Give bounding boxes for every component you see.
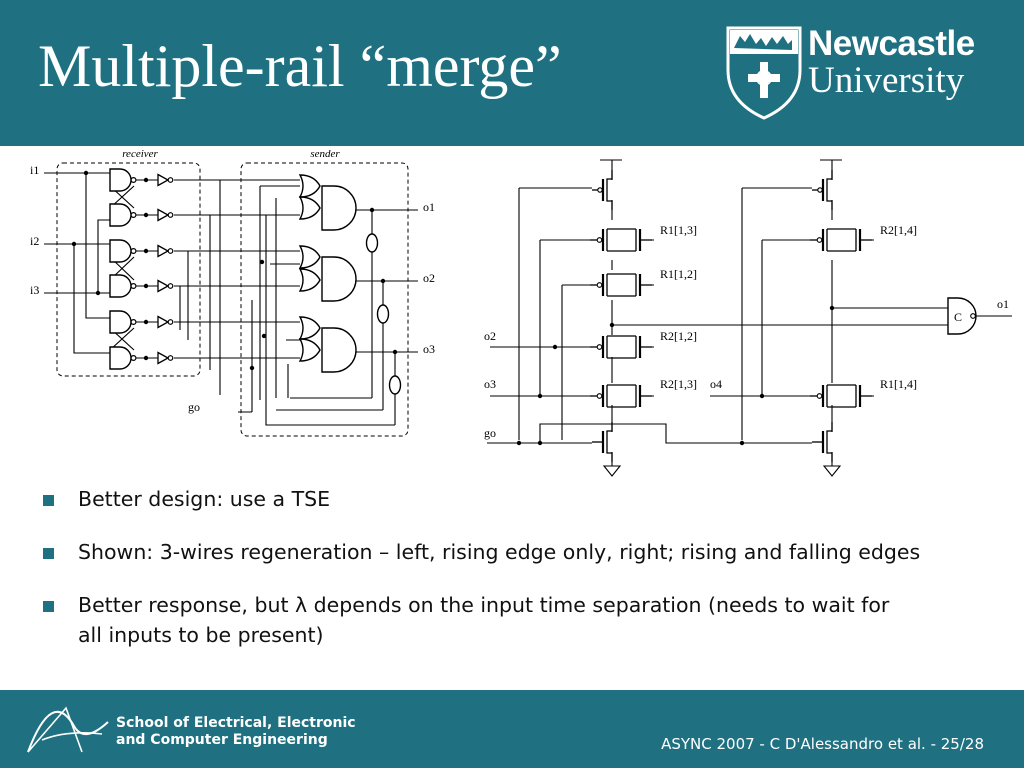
transistor-label-r1-12: R1[1,2]: [660, 267, 697, 281]
celement-label: C: [954, 310, 962, 324]
signal-label-o2: o2: [484, 329, 496, 343]
transistor-label-r1-14: R1[1,4]: [880, 377, 917, 391]
bullet-list: Better design: use a TSE Shown: 3-wires …: [40, 484, 970, 673]
bullet-item: Shown: 3-wires regeneration – left, risi…: [40, 537, 970, 567]
input-label-i1: i1: [30, 163, 39, 177]
transistor-label-r2-14: R2[1,4]: [880, 223, 917, 237]
university-crest-icon: [726, 26, 802, 120]
signal-label-o3: o3: [484, 377, 496, 391]
left-circuit: receiver sender i1 i2 i3 o1 o2 o3 go: [30, 148, 435, 437]
slide-footnote: ASYNC 2007 - C D'Alessandro et al. - 25/…: [661, 735, 984, 753]
bullet-item: Better response, but λ depends on the in…: [40, 590, 918, 650]
footer-bar: School of Electrical, Electronic and Com…: [0, 690, 1024, 768]
sender-box: [240, 162, 409, 437]
circuit-diagram: receiver sender i1 i2 i3 o1 o2 o3 go: [30, 148, 1012, 477]
sender-label: sender: [310, 148, 340, 160]
bullet-item: Better design: use a TSE: [40, 484, 970, 514]
receiver-label: receiver: [122, 148, 158, 160]
header-bar: Multiple-rail “merge” Newcastle Universi…: [0, 0, 1024, 146]
bullet-square-icon: [43, 495, 54, 506]
signal-label-o4: o4: [710, 377, 722, 391]
signal-label-o1: o1: [997, 297, 1009, 311]
go-label-left: go: [188, 400, 200, 414]
input-label-i2: i2: [30, 234, 39, 248]
output-label-o3: o3: [423, 342, 435, 356]
bullet-text: Better design: use a TSE: [78, 487, 331, 511]
input-label-i3: i3: [30, 283, 39, 297]
right-circuit: C R1[1,3] R1[1,2] R2[1,2] R2[1,3] R2[1,4…: [484, 159, 1012, 477]
university-logo: Newcastle University: [724, 24, 1014, 124]
transistor-label-r2-13: R2[1,3]: [660, 377, 697, 391]
transistor-label-r1-13: R1[1,3]: [660, 223, 697, 237]
bullet-text: Shown: 3-wires regeneration – left, risi…: [78, 540, 921, 564]
logo-name-line2: University: [808, 60, 965, 101]
receiver-box: [56, 162, 201, 377]
go-label-right: go: [484, 426, 496, 440]
output-label-o2: o2: [423, 271, 435, 285]
bullet-square-icon: [43, 548, 54, 559]
school-name-line2: and Computer Engineering: [116, 732, 328, 748]
slide-title: Multiple-rail “merge”: [38, 33, 562, 99]
bullet-text: Better response, but λ depends on the in…: [78, 593, 890, 647]
school-name: School of Electrical, Electronic and Com…: [116, 715, 356, 749]
transistor-label-r2-12: R2[1,2]: [660, 329, 697, 343]
output-label-o1: o1: [423, 200, 435, 214]
logo-name-line1: Newcastle: [808, 24, 975, 63]
school-name-line1: School of Electrical, Electronic: [116, 715, 356, 731]
school-logo-icon: [27, 706, 109, 753]
bullet-square-icon: [43, 601, 54, 612]
